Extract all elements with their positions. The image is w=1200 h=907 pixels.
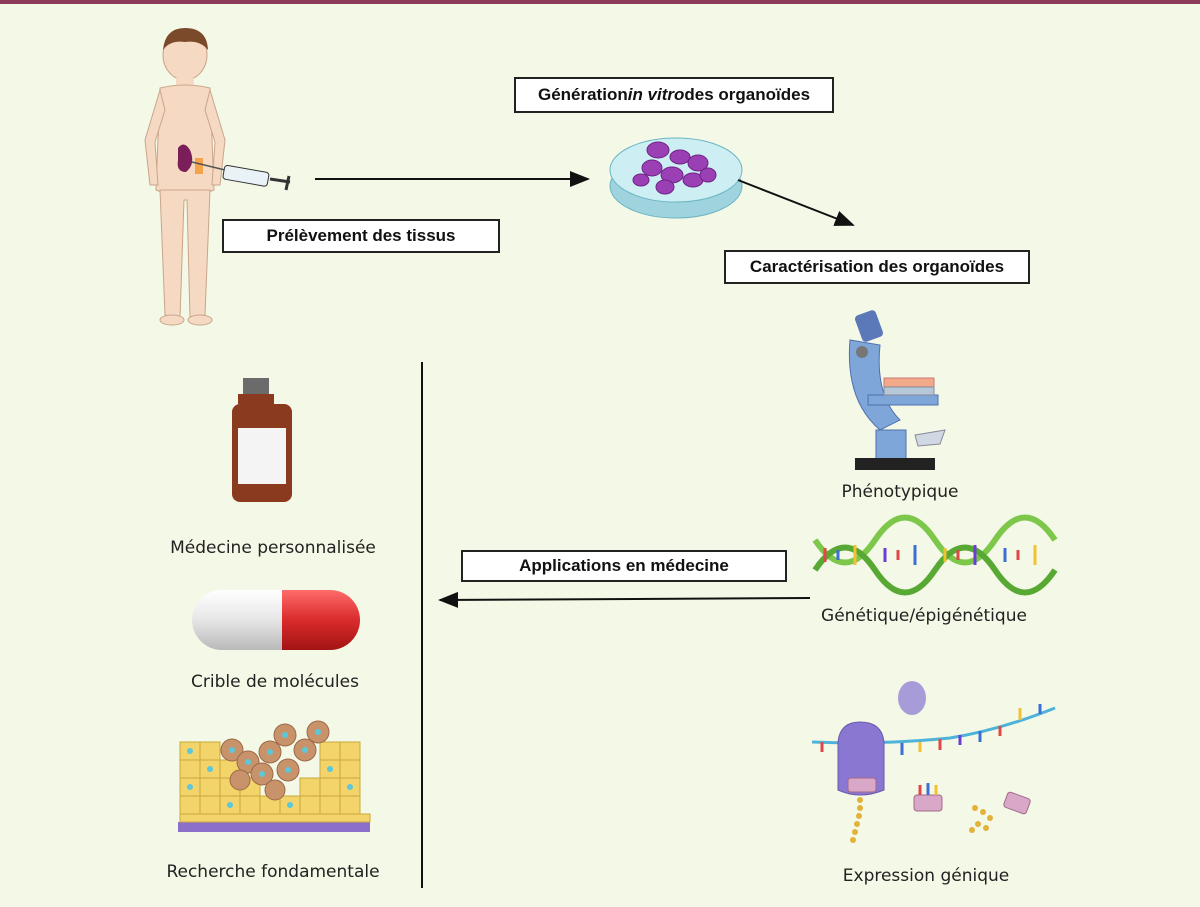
petri-dish <box>609 137 743 219</box>
gene-expression-art <box>811 681 1056 843</box>
label-medecine: Médecine personnalisée <box>170 538 376 558</box>
child-figure <box>144 28 226 326</box>
generation-text-pre: Génération <box>537 85 628 104</box>
label-recherche: Recherche fondamentale <box>166 862 380 882</box>
caracterisation-text: Caractérisation des organoïdes <box>749 257 1005 276</box>
arrow-to-caracterisation <box>737 179 855 226</box>
vial <box>232 378 292 502</box>
label-genetique: Génétique/épigénétique <box>821 606 1027 626</box>
prelevement-text: Prélèvement des tissus <box>266 226 456 245</box>
applications-text: Applications en médecine <box>519 556 729 575</box>
dna-helix <box>812 514 1058 596</box>
generation-box: Génération in vitro des organoïdes <box>514 77 834 113</box>
applications-box: Applications en médecine <box>461 550 787 582</box>
prelevement-box: Prélèvement des tissus <box>222 219 500 253</box>
label-crible: Crible de molécules <box>191 672 359 692</box>
generation-text-italic: in vitro <box>627 85 685 104</box>
microscope <box>848 310 946 470</box>
tissue-art <box>178 720 371 832</box>
syringe <box>191 161 291 191</box>
top-bar <box>0 0 1200 4</box>
generation-text-post: des organoïdes <box>684 85 811 104</box>
label-phenotypique: Phénotypique <box>841 482 959 502</box>
caracterisation-box: Caractérisation des organoïdes <box>724 250 1030 284</box>
pill-capsule <box>192 590 360 650</box>
label-expression: Expression génique <box>842 866 1010 886</box>
arrow-applications <box>438 591 811 608</box>
